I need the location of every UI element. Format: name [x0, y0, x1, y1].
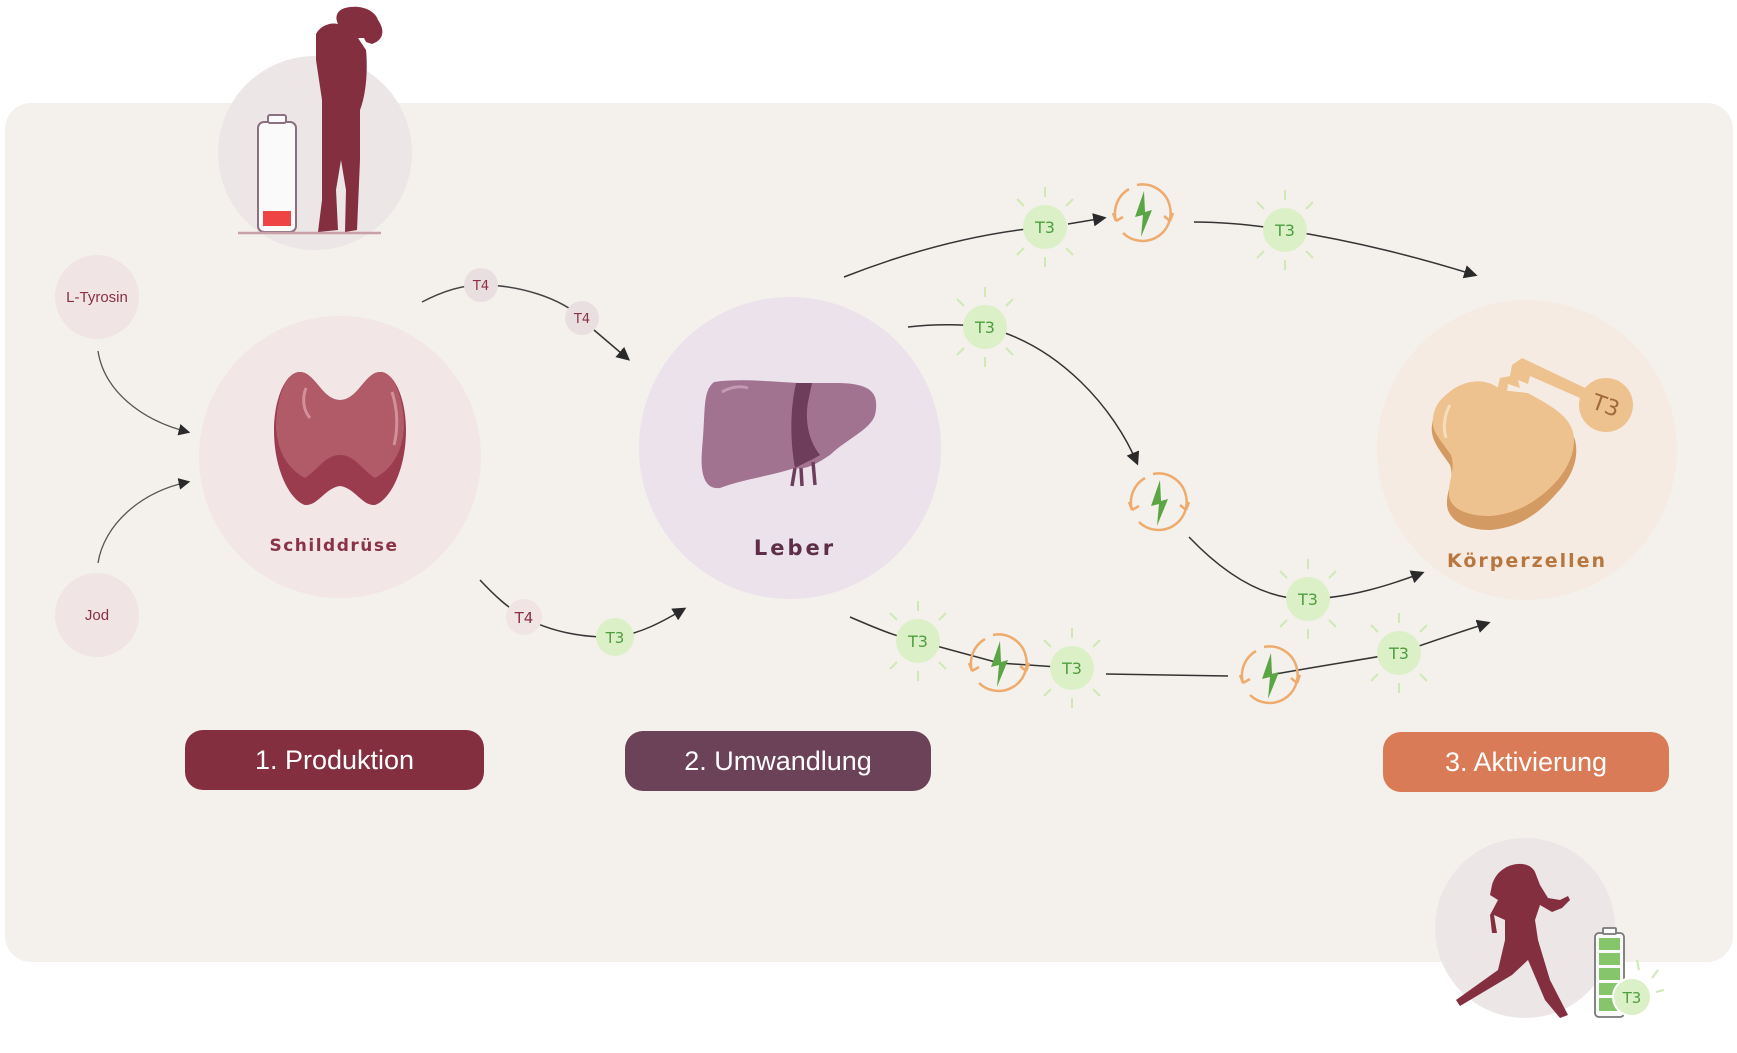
svg-text:T4: T4: [514, 609, 534, 627]
tired-state-illustration: [218, 6, 412, 250]
tired-state-circle: [218, 56, 412, 250]
liver-label: Leber: [754, 536, 836, 560]
energy-conversion-icon: [1127, 472, 1191, 532]
t3-badge-circle: [1050, 646, 1094, 690]
stage-label: 3. Aktivierung: [1444, 746, 1608, 777]
t4-badge: T4: [565, 301, 599, 335]
arrow-top-to-energy: [1067, 213, 1107, 227]
tired-person-icon: [316, 6, 383, 233]
arrow-jod-to-thyroid: [97, 478, 191, 564]
stage-pill-umwandlung: 2. Umwandlung: [625, 731, 931, 791]
energy-conversion-icon: [1111, 183, 1175, 243]
svg-text:T4: T4: [472, 279, 489, 294]
arrow-t4-to-liver: [593, 329, 631, 361]
arrow-middle-to-energy: [907, 324, 1140, 466]
t3-badge: T3: [1370, 612, 1428, 694]
cell-key-icon: T3: [1431, 358, 1633, 530]
svg-text:T4: T4: [573, 312, 590, 327]
cells-node: T3 Körperzellen: [1377, 300, 1677, 600]
energy-conversion-icon: [967, 633, 1031, 693]
t3-badge: T3: [1279, 558, 1337, 640]
svg-text:T3: T3: [605, 629, 625, 647]
battery-low-icon: [257, 114, 297, 233]
energy-conversion-icon: [1238, 645, 1302, 705]
t3-badge-label: T3: [1297, 590, 1318, 609]
t3-badge-label: T3: [1061, 659, 1082, 678]
t3-badge-label: T3: [1034, 218, 1055, 237]
stage-label: 2. Umwandlung: [684, 745, 872, 776]
input-jod-label: Jod: [85, 607, 109, 624]
t3-badge: T3: [1016, 186, 1074, 268]
liver-node: Leber: [639, 297, 941, 599]
t3-badge: T3: [1256, 189, 1314, 271]
input-l-tyrosin-label: L-Tyrosin: [66, 289, 128, 306]
t3-badge-circle: [1286, 577, 1330, 621]
cells-label: Körperzellen: [1447, 550, 1607, 572]
path-bottom-mid: [1105, 673, 1229, 677]
t3-badge-circle: [896, 619, 940, 663]
thyroid-label: Schilddrüse: [269, 536, 398, 556]
thyroid-node: Schilddrüse: [199, 316, 481, 598]
path-t4-upper: [421, 284, 583, 319]
stage-pill-aktivierung: 3. Aktivierung: [1383, 732, 1669, 792]
thyroid-icon: [274, 372, 406, 506]
arrow-tyrosin-to-thyroid: [97, 350, 191, 436]
t4-badge: T4: [464, 268, 498, 302]
t3-badge-label: T3: [907, 632, 928, 651]
t3-badge: T3: [889, 600, 947, 682]
t3-badge: T3: [1612, 959, 1665, 1017]
energetic-state-illustration: T3: [1435, 838, 1665, 1018]
t3-badge-label: T3: [974, 318, 995, 337]
path-top-in: [843, 226, 1046, 278]
stage-pill-produktion: 1. Produktion: [185, 730, 484, 790]
stage-label: 1. Produktion: [254, 744, 415, 775]
t3-badge: T3: [956, 286, 1014, 368]
running-person-icon: [1456, 863, 1570, 1018]
t3-badge-circle: [1377, 631, 1421, 675]
path-t4-t3-lower: [479, 579, 687, 638]
arrow-top-to-cells: [1193, 221, 1478, 279]
t3-badge: T3: [1043, 627, 1101, 709]
t3-badge-label: T3: [1274, 221, 1295, 240]
input-jod: Jod: [55, 573, 139, 657]
t3-badge-label: T3: [1388, 644, 1409, 663]
liver-icon: [701, 380, 877, 489]
t3-badge: T3: [596, 618, 634, 656]
path-bottom-in: [849, 616, 1073, 669]
t3-badge-circle: [1263, 208, 1307, 252]
t3-badge-circle: [963, 305, 1007, 349]
t4-badge: T4: [506, 599, 542, 635]
svg-text:T3: T3: [1622, 989, 1642, 1007]
input-l-tyrosin: L-Tyrosin: [55, 255, 139, 339]
t3-badge-circle: [1023, 205, 1067, 249]
